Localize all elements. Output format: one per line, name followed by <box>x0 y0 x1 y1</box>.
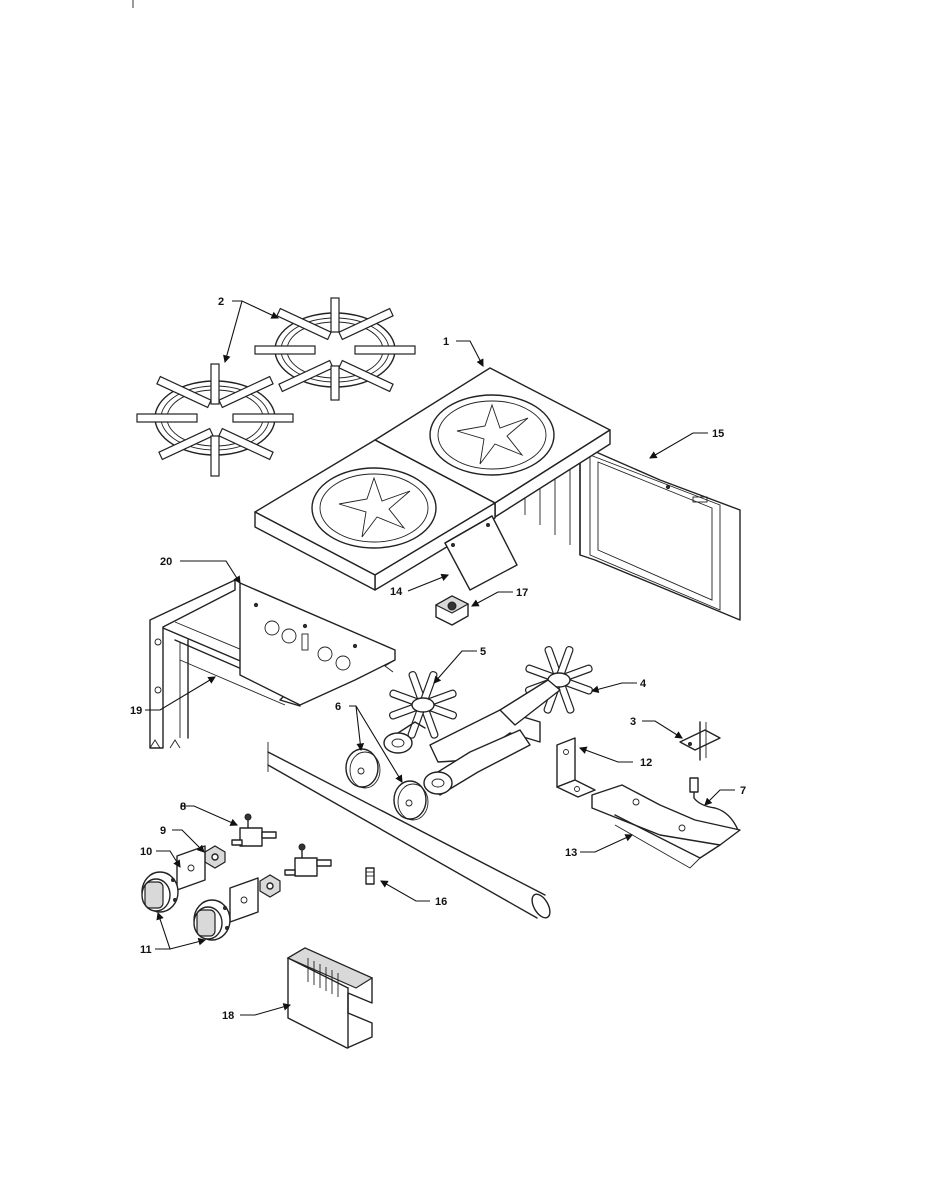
control-knob-upper <box>141 871 179 913</box>
bezel-plate-upper <box>176 845 206 891</box>
callout-11: 11 <box>140 944 152 956</box>
drip-tray <box>286 947 374 1049</box>
thermocouple <box>689 777 739 831</box>
mounting-bracket <box>556 737 596 798</box>
valve-nut-lower <box>259 874 281 898</box>
valve-nut-upper <box>204 845 226 869</box>
heat-deflector <box>444 515 518 591</box>
callout-15: 15 <box>712 428 724 440</box>
burner-venturi-left <box>383 721 426 754</box>
gas-valve-upper <box>231 813 277 847</box>
callout-13: 13 <box>565 847 577 859</box>
callout-12: 12 <box>640 757 652 769</box>
leader-lines <box>145 300 735 1016</box>
burner-grate-rear <box>254 297 416 401</box>
control-knob-lower <box>193 899 231 941</box>
pilot-assembly <box>434 595 470 626</box>
callout-5: 5 <box>480 646 486 658</box>
callout-2: 2 <box>218 296 224 308</box>
callout-labels: 2 1 15 20 14 17 5 4 6 19 3 12 7 8 9 10 1… <box>130 296 746 1022</box>
pilot-bracket <box>679 721 721 761</box>
callout-19: 19 <box>130 705 142 717</box>
burner-head-left <box>388 670 458 739</box>
burner-venturi-front <box>423 729 531 796</box>
air-shutter-b <box>393 780 429 821</box>
gas-manifold-pipe <box>267 742 551 919</box>
orifice-fitting <box>365 867 375 885</box>
burner-grate-front <box>136 363 294 477</box>
manifold-bracket <box>239 582 396 706</box>
top-section-front <box>254 439 496 591</box>
callout-4: 4 <box>640 678 647 690</box>
callout-17: 17 <box>516 587 528 599</box>
bezel-plate-lower <box>229 877 259 923</box>
callout-10: 10 <box>140 846 152 858</box>
callout-8: 8 <box>180 801 186 813</box>
callout-3: 3 <box>630 716 636 728</box>
callout-6: 6 <box>335 701 341 713</box>
callout-18: 18 <box>222 1010 234 1022</box>
callout-1: 1 <box>443 336 449 348</box>
callout-20: 20 <box>160 556 172 568</box>
callout-9: 9 <box>160 825 166 837</box>
burner-support-bracket <box>591 784 741 869</box>
callout-16: 16 <box>435 896 447 908</box>
gas-valve-lower <box>284 843 332 877</box>
side-shield <box>524 444 741 621</box>
air-shutter-a <box>345 748 381 789</box>
callout-7: 7 <box>740 785 746 797</box>
callout-14: 14 <box>390 586 403 598</box>
